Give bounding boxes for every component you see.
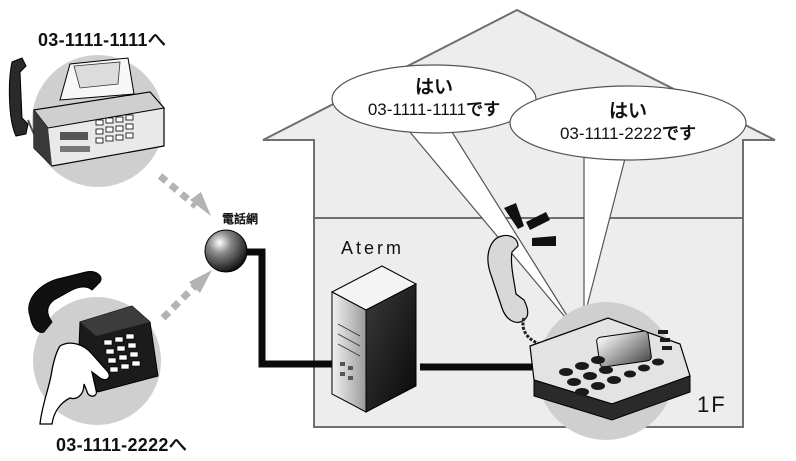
speech-bubble-tails	[402, 124, 629, 331]
base-telephone-icon	[529, 317, 691, 421]
bubble-greeting: はい	[608, 101, 647, 122]
telephone-icon	[28, 271, 159, 425]
router-icon	[330, 265, 418, 413]
network-label: 電話網	[222, 212, 259, 226]
dashed-arrow-phone	[160, 282, 199, 321]
speech-bubble-1	[331, 64, 537, 134]
router-label: Aterm	[341, 238, 405, 258]
fax-number-label: 03-1111-1111へ	[38, 30, 167, 50]
network-globe-icon	[204, 229, 248, 273]
bubble-line: 03-1111-2222です	[514, 123, 742, 145]
bubble-number: 03-1111-1111	[367, 100, 467, 119]
phone-number-label: 03-1111-2222へ	[56, 435, 188, 455]
fax-machine-icon	[8, 57, 165, 167]
speech-bubble-text-1: はい 03-1111-1111です	[336, 77, 532, 121]
bubble-suffix: です	[466, 100, 501, 119]
network-cable	[246, 248, 532, 371]
bubble-number: 03-1111-2222	[559, 124, 663, 143]
bubble-suffix: です	[662, 124, 697, 143]
dashed-arrow-fax	[157, 173, 199, 209]
dashed-arrow-fax-head	[190, 192, 211, 216]
floor-label: 1F	[697, 392, 727, 417]
speech-bubble-2	[509, 85, 747, 161]
bubble-line: 03-1111-1111です	[336, 99, 532, 121]
bubble-greeting: はい	[414, 77, 453, 98]
speech-bubble-text-2: はい 03-1111-2222です	[514, 101, 742, 145]
dashed-arrow-phone-head	[189, 270, 212, 293]
